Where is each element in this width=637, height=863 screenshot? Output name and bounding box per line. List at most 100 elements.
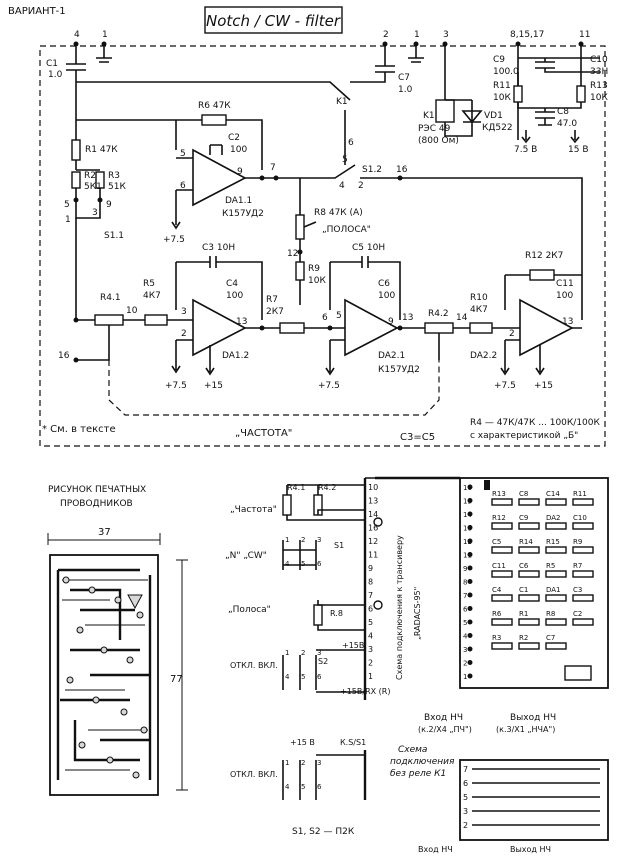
k1-contact-label: K1 [336, 97, 348, 107]
svg-text:2: 2 [181, 329, 187, 339]
svg-text:100: 100 [230, 145, 247, 155]
svg-text:R1 47К: R1 47К [85, 145, 118, 155]
svg-text:6: 6 [322, 313, 328, 323]
svg-text:R4.1: R4.1 [100, 293, 121, 303]
svg-text:Вход НЧ: Вход НЧ [424, 713, 463, 723]
svg-text:+7.5: +7.5 [494, 381, 516, 391]
board-part-label: C6 [519, 562, 529, 570]
svg-text:16: 16 [396, 165, 408, 175]
svg-text:C4: C4 [226, 279, 238, 289]
svg-text:К157УД2: К157УД2 [222, 209, 264, 219]
board2-pin-number: 3 [463, 807, 468, 816]
switch-pin-number: 6 [317, 560, 322, 568]
svg-text:(800 Ом): (800 Ом) [418, 136, 459, 146]
chastota-label: „ЧАСТОТА" [235, 428, 292, 439]
svg-text:R12 2К7: R12 2К7 [525, 251, 563, 261]
svg-text:+15В: +15В [342, 641, 364, 650]
board-pad [467, 633, 473, 638]
board-part-label: R15 [546, 538, 560, 546]
board-part [518, 570, 540, 578]
board-pad [467, 660, 473, 665]
svg-text:4: 4 [339, 181, 345, 191]
board-pad [467, 498, 473, 503]
svg-text:100: 100 [226, 291, 243, 301]
board-part [491, 642, 513, 650]
board-pin-number: 6 [463, 606, 468, 614]
svg-text:„ПОЛОСА": „ПОЛОСА" [322, 225, 371, 235]
variant-label: ВАРИАНТ-1 [8, 6, 66, 17]
svg-text:5: 5 [64, 200, 70, 210]
dimension-height-label: 77 [170, 674, 183, 685]
board-part-label: C7 [546, 634, 555, 642]
board-pin-number: 12 [463, 538, 472, 546]
switch-pin-number: 2 [301, 649, 305, 657]
svg-text:Выход НЧ: Выход НЧ [510, 845, 551, 854]
board-part [572, 522, 594, 530]
dimension-width [47, 533, 161, 545]
board-part [545, 522, 567, 530]
board-pad [467, 592, 473, 598]
board-pin-number: 4 [463, 633, 468, 641]
board-part [545, 570, 567, 578]
svg-text:5К1: 5К1 [84, 182, 102, 192]
board-pin-label: 12 [368, 537, 378, 546]
switch-pin-number: 2 [301, 536, 305, 544]
svg-text:S1.2: S1.2 [362, 165, 382, 175]
svg-text:DA1.2: DA1.2 [222, 351, 249, 361]
board-pad [467, 552, 473, 557]
switch-pin-number: 3 [317, 649, 321, 657]
board-part [518, 618, 540, 626]
board-pin-number: 9 [463, 565, 467, 573]
board-part [518, 522, 540, 530]
svg-text:4К7: 4К7 [470, 305, 488, 315]
svg-text:(к.2/Х4 „ПЧ"): (к.2/Х4 „ПЧ") [418, 725, 472, 734]
switch-pin-number: 4 [285, 783, 290, 791]
r4-spec: R4 — 47К/47К ... 100К/100К [470, 418, 600, 428]
board-part-label: R7 [573, 562, 582, 570]
board-part [491, 498, 513, 506]
svg-text:R13: R13 [590, 81, 608, 91]
switch-pin-number: 3 [317, 536, 321, 544]
svg-text:C6: C6 [378, 279, 390, 289]
switch-pin-number: 1 [285, 536, 289, 544]
board-part-label: C11 [492, 562, 506, 570]
svg-text:+7.5: +7.5 [163, 235, 185, 245]
svg-text:DA2.2: DA2.2 [470, 351, 497, 361]
svg-text:10: 10 [126, 306, 138, 316]
switch-pin-number: 6 [317, 783, 322, 791]
pcb-board [49, 554, 159, 796]
svg-text:2: 2 [509, 329, 515, 339]
board-pad [467, 646, 473, 652]
pin-label: 1 [414, 30, 420, 40]
svg-text:VD1: VD1 [484, 111, 503, 121]
board-part [572, 498, 594, 506]
board-part-label: C1 [519, 586, 528, 594]
board-part [545, 594, 567, 602]
pin-label: 3 [443, 30, 449, 40]
board-part-label: R12 [492, 514, 506, 522]
svg-text:100.0: 100.0 [493, 67, 519, 77]
board-part-label: R6 [492, 610, 502, 618]
board-pin-number: 5 [463, 619, 467, 627]
board-pin-number: 10 [463, 484, 472, 492]
svg-text:10К: 10К [308, 276, 326, 286]
board-part-label: R14 [519, 538, 533, 546]
svg-text:C2: C2 [228, 133, 240, 143]
svg-text:+15: +15 [534, 381, 553, 391]
svg-text:14: 14 [456, 313, 468, 323]
board-part-label: R8 [546, 610, 555, 618]
board-part-label: DA2 [546, 514, 561, 522]
svg-text:К.S/S1: К.S/S1 [340, 738, 366, 747]
board-part [491, 594, 513, 602]
switch-pin-number: 5 [301, 783, 305, 791]
board-pin-label: 14 [368, 510, 378, 519]
board-pin-label: 6 [368, 605, 373, 614]
board-part-label: C5 [492, 538, 501, 546]
board-pin-label: 16 [368, 524, 378, 533]
board-part [491, 618, 513, 626]
svg-text:R4.2: R4.2 [428, 309, 449, 319]
board-part [545, 498, 567, 506]
capacitor-c7: C7 1.0 [350, 44, 413, 95]
board-pin-label: 3 [368, 645, 373, 654]
board-part [545, 618, 567, 626]
